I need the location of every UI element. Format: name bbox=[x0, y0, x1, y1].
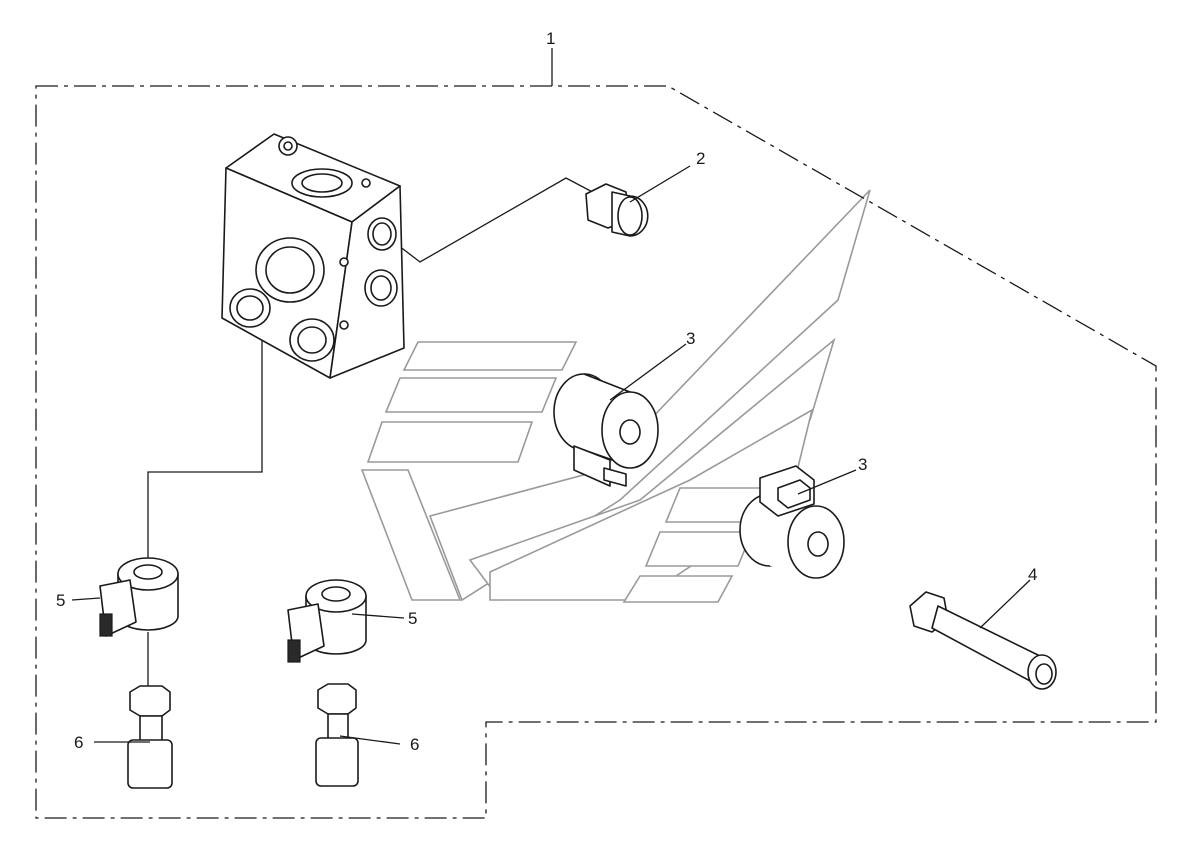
solenoid-coil-bottom bbox=[739, 465, 845, 579]
plug-part bbox=[585, 183, 649, 237]
callout-6b: 6 bbox=[410, 735, 419, 754]
coil-left bbox=[99, 557, 179, 637]
valve-block bbox=[221, 133, 405, 379]
watermark-logo bbox=[360, 189, 871, 603]
cartridge-left bbox=[127, 685, 173, 789]
callout-6a: 6 bbox=[74, 733, 83, 752]
callout-5a: 5 bbox=[56, 591, 65, 610]
link-line-coil bbox=[147, 338, 263, 560]
link-line-plug bbox=[385, 177, 601, 263]
callout-4: 4 bbox=[1028, 565, 1037, 584]
leader-lines bbox=[71, 48, 1031, 745]
callout-1: 1 bbox=[546, 29, 555, 48]
callout-3b: 3 bbox=[858, 455, 867, 474]
solenoid-coil-top bbox=[553, 373, 659, 487]
cartridge-right bbox=[315, 683, 359, 787]
callout-3a: 3 bbox=[686, 329, 695, 348]
bolt-part bbox=[909, 591, 1057, 690]
kit-outline bbox=[35, 85, 1157, 819]
callout-2: 2 bbox=[696, 149, 705, 168]
coil-right bbox=[287, 579, 367, 663]
callout-5b: 5 bbox=[408, 609, 417, 628]
